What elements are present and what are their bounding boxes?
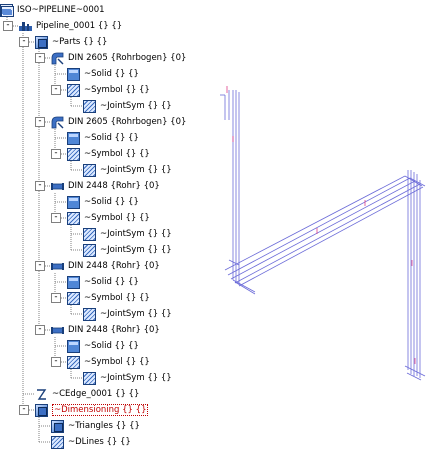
tree-item-label: DIN 2448 {Rohr} {0} (68, 261, 160, 271)
tree-item[interactable]: ~Solid {} {} (67, 338, 139, 354)
pipeline-icon (19, 20, 32, 33)
tree-item[interactable]: ~JointSym {} {} (83, 370, 172, 386)
tree-item[interactable]: ~Solid {} {} (67, 194, 139, 210)
tree-item[interactable]: ~DLines {} {} (51, 434, 131, 450)
tree-item[interactable]: ~JointSym {} {} (83, 162, 172, 178)
bend-icon (51, 52, 64, 65)
tree-item-label: ~JointSym {} {} (100, 101, 172, 111)
tree-item[interactable]: Pipeline_0001 {} {} (19, 18, 122, 34)
tree-item[interactable]: DIN 2448 {Rohr} {0} (51, 322, 160, 338)
symbol-icon (83, 227, 96, 241)
tree-item-label: ~Solid {} {} (84, 197, 139, 207)
tube-icon (51, 260, 64, 273)
solid-icon (67, 339, 80, 353)
tree-item-label: DIN 2605 {Rohrbogen} {0} (68, 117, 187, 127)
expand-collapse-toggle[interactable]: - (35, 325, 45, 335)
tree-item-label: DIN 2448 {Rohr} {0} (68, 325, 160, 335)
symbol-icon (83, 371, 96, 385)
tree-item[interactable]: ~Solid {} {} (67, 130, 139, 146)
edge-icon (35, 388, 48, 401)
symbol-icon (67, 211, 80, 225)
symbol-icon (67, 355, 80, 369)
expand-collapse-toggle[interactable]: - (51, 357, 61, 367)
tree-item-label: ~JointSym {} {} (100, 229, 172, 239)
symbol-icon (51, 435, 64, 449)
expand-collapse-toggle[interactable]: - (35, 261, 45, 271)
symbol-icon (83, 163, 96, 177)
tree-item[interactable]: ~Symbol {} {} (67, 290, 150, 306)
tree-item[interactable]: ~Symbol {} {} (67, 82, 150, 98)
tree-item-label: ~Solid {} {} (84, 341, 139, 351)
tree-item-label: ~DLines {} {} (68, 437, 131, 447)
expand-collapse-toggle[interactable]: - (51, 149, 61, 159)
tree-item-label: ~Solid {} {} (84, 69, 139, 79)
tree-item-label: ~Solid {} {} (84, 133, 139, 143)
tree-item[interactable]: ~Parts {} {} (35, 34, 107, 50)
tree-item[interactable]: DIN 2448 {Rohr} {0} (51, 258, 160, 274)
tree-item[interactable]: ~Symbol {} {} (67, 210, 150, 226)
symbol-icon (67, 291, 80, 305)
tree-item[interactable]: DIN 2448 {Rohr} {0} (51, 178, 160, 194)
tree-item-label: Pipeline_0001 {} {} (36, 21, 123, 31)
tree-item-label: DIN 2605 {Rohrbogen} {0} (68, 53, 187, 63)
symbol-icon (83, 243, 96, 257)
expand-collapse-toggle[interactable]: - (51, 293, 61, 303)
tree-item-label: ~Symbol {} {} (84, 213, 150, 223)
tube-icon (51, 180, 64, 193)
solid-icon (67, 195, 80, 209)
tree-item-label: ~JointSym {} {} (100, 245, 172, 255)
tree-item[interactable]: DIN 2605 {Rohrbogen} {0} (51, 50, 186, 66)
tree-item[interactable]: ~JointSym {} {} (83, 226, 172, 242)
tree-item[interactable]: DIN 2605 {Rohrbogen} {0} (51, 114, 186, 130)
root-icon (0, 3, 14, 17)
part-icon (35, 403, 48, 417)
tree-item-label: ~Parts {} {} (52, 37, 108, 47)
expand-collapse-toggle[interactable]: - (19, 37, 29, 47)
tree-item-label: ~Symbol {} {} (84, 293, 150, 303)
solid-icon (67, 131, 80, 145)
symbol-icon (67, 147, 80, 161)
tree-item-label: ~CEdge_0001 {} {} (52, 389, 140, 399)
tree-item[interactable]: ~CEdge_0001 {} {} (35, 386, 139, 402)
tree-item-label: ~JointSym {} {} (100, 309, 172, 319)
tree-item[interactable]: ~Symbol {} {} (67, 146, 150, 162)
expand-collapse-toggle[interactable]: - (3, 21, 13, 31)
tree-item-label: ~Solid {} {} (84, 277, 139, 287)
tube-icon (51, 324, 64, 337)
tree-item-label: ~Symbol {} {} (84, 85, 150, 95)
symbol-icon (83, 99, 96, 113)
symbol-icon (83, 307, 96, 321)
tree-item-label: DIN 2448 {Rohr} {0} (68, 181, 160, 191)
expand-collapse-toggle[interactable]: - (19, 405, 29, 415)
expand-collapse-toggle[interactable]: - (51, 85, 61, 95)
tree-item-label: ~Dimensioning {} {} (52, 404, 149, 416)
tree-item-label: ~Triangles {} {} (68, 421, 140, 431)
part-icon (35, 35, 48, 49)
expand-collapse-toggle[interactable]: - (51, 213, 61, 223)
symbol-icon (67, 83, 80, 97)
tree-item[interactable]: ~Dimensioning {} {} (35, 402, 149, 418)
tree-item[interactable]: ~Symbol {} {} (67, 354, 150, 370)
tree-item[interactable]: ISO~PIPELINE~0001 (0, 2, 105, 18)
expand-collapse-toggle[interactable]: - (35, 53, 45, 63)
tree-item-label: ~JointSym {} {} (100, 165, 172, 175)
solid-icon (67, 67, 80, 81)
tree-item[interactable]: ~JointSym {} {} (83, 98, 172, 114)
expand-collapse-toggle[interactable]: - (35, 117, 45, 127)
tree-item[interactable]: ~Solid {} {} (67, 66, 139, 82)
tree-item-label: ~Symbol {} {} (84, 149, 150, 159)
tree-item-label: ~JointSym {} {} (100, 373, 172, 383)
part-icon (51, 419, 64, 433)
bend-icon (51, 116, 64, 129)
tree-item[interactable]: ~JointSym {} {} (83, 242, 172, 258)
tree-item[interactable]: ~Solid {} {} (67, 274, 139, 290)
tree-item-label: ISO~PIPELINE~0001 (17, 5, 105, 15)
3d-viewport-pipeline-drawing[interactable] (215, 60, 439, 390)
expand-collapse-toggle[interactable]: - (35, 181, 45, 191)
tree-item[interactable]: ~Triangles {} {} (51, 418, 140, 434)
tree-item[interactable]: ~JointSym {} {} (83, 306, 172, 322)
solid-icon (67, 275, 80, 289)
tree-item-label: ~Symbol {} {} (84, 357, 150, 367)
